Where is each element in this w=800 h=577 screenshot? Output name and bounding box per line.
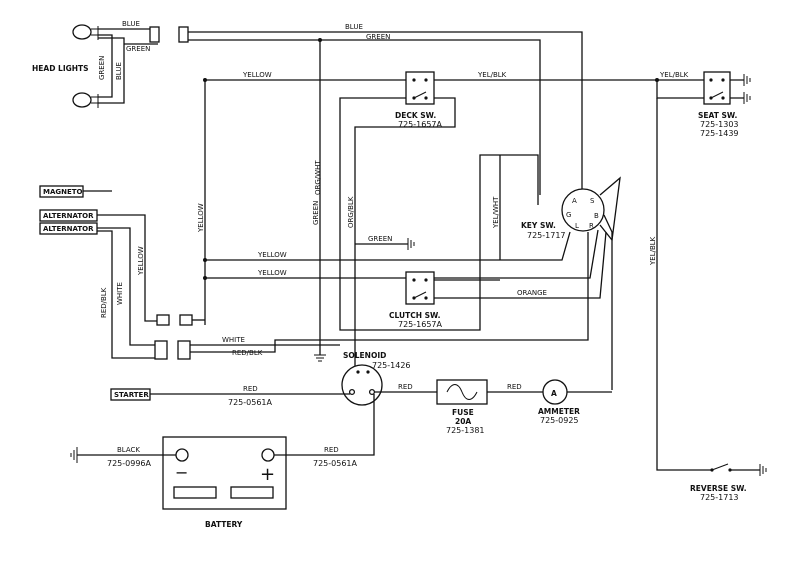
wire-label-red-battery-pn: 725-0561A — [313, 459, 358, 468]
wire-label-yellow-mid2: YELLOW — [257, 269, 287, 277]
key-terminal-r: R — [589, 222, 594, 230]
clutch-switch-label: CLUTCH SW. — [389, 311, 441, 320]
wire-label-yellow-alt: YELLOW — [137, 246, 145, 276]
wire-label-red-blk-conn: RED/BLK — [232, 349, 263, 357]
key-terminal-l: L — [575, 222, 579, 230]
key-terminal-b: B — [594, 212, 599, 220]
deck-switch-label: DECK SW. — [395, 111, 436, 120]
seat-switch-pn-2: 725-1439 — [700, 129, 739, 138]
wire-label-orange: ORANGE — [517, 289, 547, 297]
seat-ground-bottom-icon — [743, 92, 751, 104]
headlight-connector-left — [149, 26, 160, 43]
alternator-terminal-2: ALTERNATOR — [39, 222, 98, 235]
wire-label-red-battery: RED — [324, 446, 339, 454]
connector-white-right — [177, 340, 191, 360]
key-switch-pn: 725-1717 — [527, 231, 566, 240]
wire-label-green-ground: GREEN — [368, 235, 392, 243]
deck-switch-pn: 725-1657A — [398, 120, 443, 129]
svg-text:MAGNETO: MAGNETO — [43, 188, 83, 196]
wire-label-black-battery: BLACK — [117, 446, 140, 454]
ground-icon-green — [407, 238, 415, 250]
headlight-bottom-icon — [72, 92, 99, 108]
key-terminal-a: A — [572, 197, 577, 205]
alternator-terminal-1: ALTERNATOR — [39, 209, 98, 222]
wire-label-yellow-mid1: YELLOW — [257, 251, 287, 259]
fuse-rating: 20A — [455, 417, 471, 426]
seat-ground-top-icon — [743, 74, 751, 86]
svg-text:A: A — [551, 389, 557, 398]
wire-label-green-vertical-ground: GREEN — [312, 201, 320, 225]
svg-text:ALTERNATOR: ALTERNATOR — [43, 212, 94, 220]
wire-label-green-top: GREEN — [366, 33, 390, 41]
key-terminal-s: S — [590, 197, 595, 205]
solenoid — [341, 364, 383, 406]
magneto-terminal: MAGNETO — [39, 185, 84, 198]
svg-text:ALTERNATOR: ALTERNATOR — [43, 225, 94, 233]
clutch-switch — [405, 271, 435, 305]
seat-switch — [703, 71, 731, 105]
reverse-switch — [710, 463, 767, 476]
ground-icon — [314, 354, 326, 362]
svg-text:STARTER: STARTER — [114, 391, 149, 399]
wire-label-blue-vertical: BLUE — [115, 62, 123, 80]
ammeter-pn: 725-0925 — [540, 416, 579, 425]
seat-switch-pn-1: 725-1303 — [700, 120, 739, 129]
ammeter: A — [542, 379, 568, 405]
key-switch-label: KEY SW. — [521, 221, 556, 230]
headlight-connector-right — [178, 26, 189, 43]
solenoid-label: SOLENOID — [343, 351, 386, 360]
connector-yellow-right — [179, 314, 193, 326]
battery-positive: + — [260, 464, 275, 485]
head-lights-label: HEAD LIGHTS — [32, 64, 89, 73]
connector-white-left — [154, 340, 168, 360]
fuse-pn: 725-1381 — [446, 426, 485, 435]
wire-label-white-alt: WHITE — [116, 282, 124, 305]
fuse — [436, 379, 488, 405]
clutch-switch-pn: 725-1657A — [398, 320, 443, 329]
seat-switch-label: SEAT SW. — [698, 111, 738, 120]
wire-label-green-headlight: GREEN — [126, 45, 150, 53]
battery: − + — [162, 436, 287, 510]
solenoid-pn: 725-1426 — [372, 361, 411, 370]
wire-label-red-fuse-ammeter: RED — [507, 383, 522, 391]
connector-yellow-left — [156, 314, 170, 326]
wire-label-yel-blk-right: YEL/BLK — [659, 71, 689, 79]
wire-label-red-blk-alt: RED/BLK — [100, 287, 108, 318]
starter-terminal: STARTER — [110, 388, 151, 401]
wire-label-yellow-vertical-left: YELLOW — [197, 203, 205, 233]
reverse-switch-pn: 725-1713 — [700, 493, 739, 502]
wire-label-black-battery-pn: 725-0996A — [107, 459, 152, 468]
wire-label-yel-wht: YEL/WHT — [492, 196, 500, 229]
ammeter-label: AMMETER — [538, 407, 580, 416]
wire-label-blue-top: BLUE — [345, 23, 363, 31]
wire-label-org-blk: ORG/BLK — [347, 196, 355, 228]
wire-label-yellow-top: YELLOW — [242, 71, 272, 79]
reverse-switch-label: REVERSE SW. — [690, 484, 747, 493]
battery-ground-icon — [70, 447, 78, 463]
wire-label-yel-blk-vertical: YEL/BLK — [649, 236, 657, 266]
fuse-label: FUSE — [452, 408, 474, 417]
wire-label-red-starter-pn: 725-0561A — [228, 398, 273, 407]
key-terminal-g: G — [566, 211, 571, 219]
wire-label-yel-blk-mid: YEL/BLK — [477, 71, 507, 79]
wire-label-red-solenoid-fuse: RED — [398, 383, 413, 391]
wire-label-blue-headlight: BLUE — [122, 20, 140, 28]
wire-label-green-vertical: GREEN — [98, 56, 106, 80]
deck-switch — [405, 71, 435, 105]
wire-label-white-conn: WHITE — [222, 336, 245, 344]
wire-label-red-starter: RED — [243, 385, 258, 393]
wire-label-org-wht: ORG/WHT — [314, 160, 322, 195]
battery-negative: − — [175, 463, 188, 482]
battery-label: BATTERY — [205, 520, 243, 529]
headlight-top-icon — [72, 24, 99, 40]
